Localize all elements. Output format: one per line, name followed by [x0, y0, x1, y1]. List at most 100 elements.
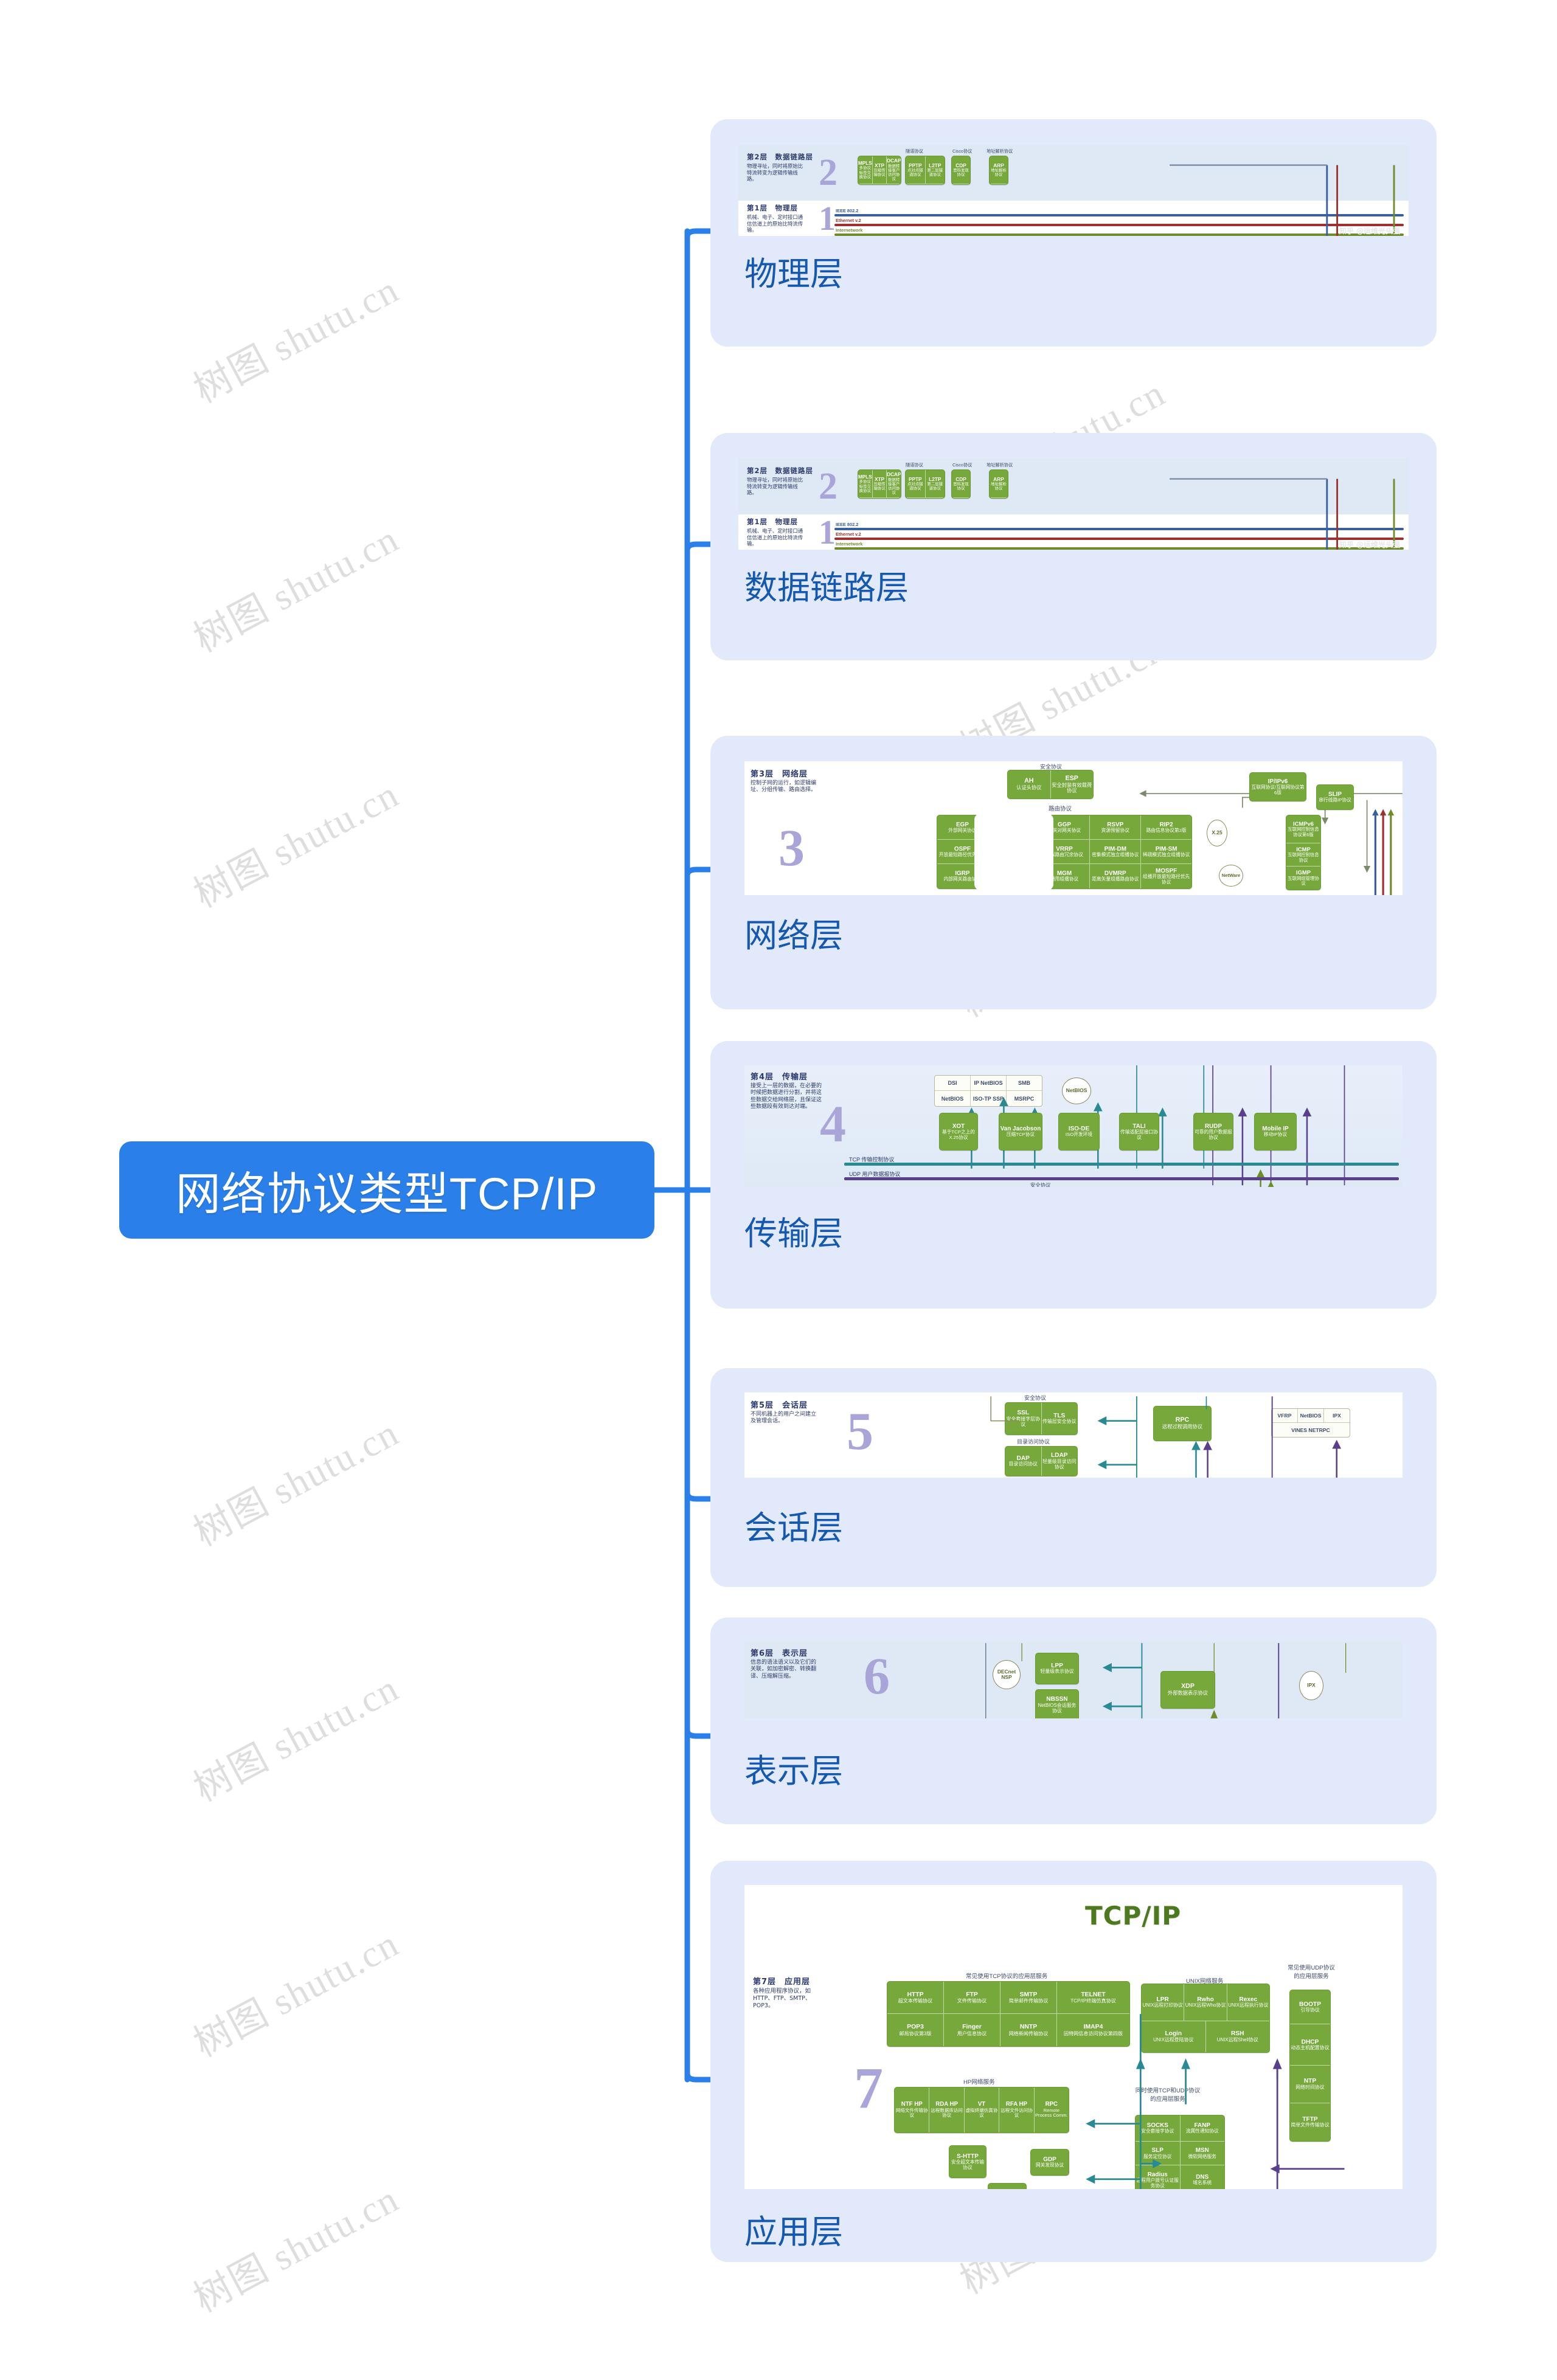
branch-card-application[interactable]: TCP/IP 第7层 应用层 各种应用程序协议，如HTTP、FTP、SMTP、P… [710, 1861, 1437, 2262]
root-node-label: 网络协议类型TCP/IP [175, 1168, 598, 1219]
branch-card-transport[interactable]: 第4层 传输层 接受上一层的数据，在必要的时候把数据进行分割，并将这些数据交给网… [710, 1041, 1437, 1309]
watermark-text: 树图 shutu.cn [187, 518, 406, 660]
group-label-security: 安全协议 [1040, 764, 1063, 770]
branch-card-network[interactable]: 第3层 网络层 控制子网的运行，如逻辑编址、分组传输、路由选择。 3 [710, 736, 1437, 1009]
watermark-text: 树图 shutu.cn [187, 269, 406, 411]
group-label-tunnel: 隧道协议 [906, 462, 923, 468]
layer1-numeral: 1 [819, 514, 836, 550]
figure-datalink-layer: 第2层 数据链路层 物理寻址，同时将原始比特流转变为逻辑传输线路。 2 第1层 … [738, 458, 1409, 550]
group-label-hp-services: HP网络服务 [963, 2079, 995, 2086]
connector-branch-6 [684, 1727, 713, 1739]
layer2-numeral: 2 [819, 152, 837, 193]
layer7-header: 第7层 应用层 各种应用程序协议，如HTTP、FTP、SMTP、POP3。 [753, 1977, 811, 2009]
connector-branch-1 [684, 228, 713, 240]
watermark-text: 树图 shutu.cn [187, 1923, 406, 2065]
bus-internetwork [834, 234, 1404, 236]
figure-application-layer: TCP/IP 第7层 应用层 各种应用程序协议，如HTTP、FTP、SMTP、P… [744, 1885, 1403, 2189]
connector-branch-3 [684, 867, 713, 879]
bus-label-internetwork: Internetwork [836, 227, 863, 233]
bus-label-ethernet: Ethernet v.2 [836, 218, 861, 223]
layer2-header: 第2层 数据链路层 物理寻址，同时将原始比特流转变为逻辑传输线路。 [747, 153, 814, 182]
watermark-text: 树图 shutu.cn [187, 1412, 406, 1554]
session-arrows [990, 1396, 1342, 1478]
group-label-arp: 地址解析协议 [987, 462, 1013, 468]
root-node[interactable]: 网络协议类型TCP/IP [119, 1141, 654, 1239]
branch-card-datalink[interactable]: 第2层 数据链路层 物理寻址，同时将原始比特流转变为逻辑传输线路。 2 第1层 … [710, 433, 1437, 660]
white-table-vines: VFRP NetBIOS IPX VINES NETRPC [1271, 1408, 1350, 1437]
white-table-netbios: DSI IP NetBIOS SMB NetBIOS ISO-TP SSP MS… [934, 1075, 1042, 1107]
layer6-header: 第6层 表示层 信息的语法语义以及它们的关联，如加密解密、转换翻译、压缩解压缩。 [751, 1649, 817, 1679]
layer1-header: 第1层 物理层 机械、电子、定时接口通信信道上的原始比特流传输。 [747, 517, 803, 547]
watermark-text: 树图 shutu.cn [187, 773, 406, 916]
layer6-numeral: 6 [864, 1647, 890, 1705]
oval-ipx: IPX [1299, 1671, 1323, 1700]
group-label-tunnel: 隧道协议 [906, 148, 923, 154]
bus-udp [844, 1177, 1399, 1180]
card-title-session: 会话层 [744, 1510, 843, 1546]
group-label-arp: 地址解析协议 [987, 148, 1013, 154]
card-title-physical: 物理层 [744, 256, 843, 292]
group-label-security: 安全协议 [1024, 1395, 1047, 1401]
bus-ieee8022 [834, 214, 1404, 216]
group-label-directory: 目录访问协议 [1017, 1439, 1050, 1445]
oval-decnet-nsp: DECnet NSP [993, 1660, 1021, 1689]
layer3-numeral: 3 [778, 818, 805, 877]
group-label-cisco: Cisco协议 [952, 148, 973, 154]
card-title-application: 应用层 [744, 2214, 843, 2250]
figure-occlusion-patch [974, 814, 1053, 890]
presentation-arrows [985, 1643, 1347, 1718]
group-label-routing: 路由协议 [1049, 806, 1072, 812]
application-arrows [1086, 2014, 1345, 2189]
group-label-both-services: 同时使用TCP和UDP协议的应用层服务 [1135, 2088, 1201, 2103]
protocol-arrows [1170, 478, 1395, 550]
bus-ethernet [834, 224, 1404, 226]
bus-label-ieee8022: IEEE 802.2 [836, 522, 859, 527]
layer4-numeral: 4 [820, 1095, 846, 1153]
protocol-box-x-window: X-WindowX-Window [988, 2183, 1027, 2189]
card-title-transport: 传输层 [744, 1216, 843, 1252]
layer2-header: 第2层 数据链路层 物理寻址，同时将原始比特流转变为逻辑传输线路。 [747, 466, 814, 496]
layer4-header: 第4层 传输层 接受上一层的数据，在必要的时候把数据进行分割，并将这些数据交给网… [751, 1073, 822, 1110]
group-label-cisco: Cisco协议 [952, 462, 973, 468]
branch-card-physical[interactable]: 第2层 数据链路层 物理寻址，同时将原始比特流转变为逻辑传输线路。 2 第1层 … [710, 119, 1437, 347]
tcpip-title: TCP/IP [1085, 1901, 1182, 1931]
connector-branch-2 [684, 541, 713, 553]
layer1-header: 第1层 物理层 机械、电子、定时接口通信信道上的原始比特流传输。 [747, 204, 803, 233]
bus-ethernet [834, 538, 1404, 540]
connector-branch-7 [684, 2070, 713, 2083]
layer7-numeral: 7 [854, 2055, 883, 2120]
bus-label-udp: UDP 用户数据报协议 [849, 1171, 901, 1177]
protocol-arrows [1170, 164, 1395, 236]
oval-netware: NetWare [1219, 865, 1243, 887]
watermark-text: 树图 shutu.cn [187, 1667, 406, 1810]
branch-card-presentation[interactable]: 第6层 表示层 信息的语法语义以及它们的关联，如加密解密、转换翻译、压缩解压缩。… [710, 1617, 1437, 1824]
bus-label-tcp: TCP 传输控制协议 [849, 1157, 895, 1163]
card-title-presentation: 表示层 [744, 1753, 843, 1790]
figure-network-layer: 第3层 网络层 控制子网的运行，如逻辑编址、分组传输、路由选择。 3 [744, 761, 1403, 895]
